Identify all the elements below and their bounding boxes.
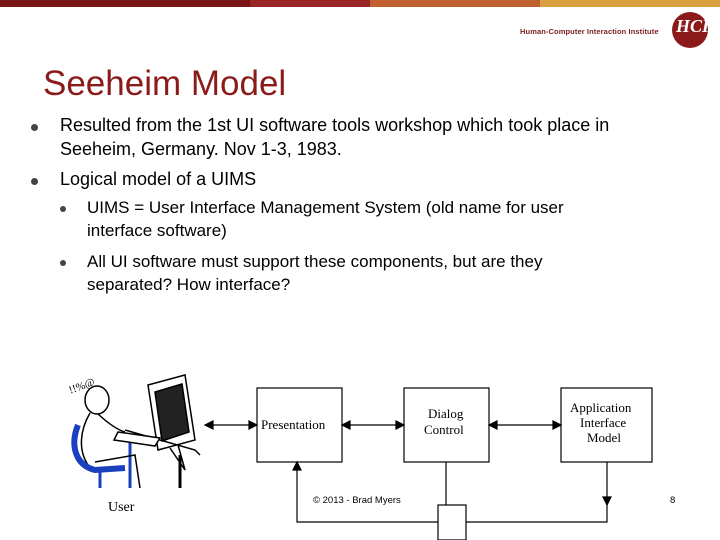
sub-bullet-dot (60, 206, 66, 212)
dialog-label: Dialog (428, 406, 464, 421)
model-label: Model (587, 430, 621, 445)
page-number: 8 (670, 495, 676, 506)
slide-title: Seeheim Model (43, 64, 287, 103)
interface-label: Interface (580, 415, 627, 430)
bar-segment (540, 0, 720, 7)
hci-logo-text: HCI (676, 16, 710, 36)
application-label: Application (570, 400, 632, 415)
bullet-1-line-2: Seeheim, Germany. Nov 1-3, 1983. (60, 139, 342, 159)
top-color-bar (0, 0, 720, 7)
sub-bullet-1-line-1: UIMS = User Interface Management System … (87, 198, 564, 217)
bottom-feedback-path (292, 460, 612, 523)
copyright-footer: © 2013 - Brad Myers (313, 495, 401, 506)
bullet-dot (31, 124, 38, 131)
bottom-box (437, 504, 467, 540)
sub-bullet-2-line-2: separated? How interface? (87, 275, 291, 294)
presentation-box (256, 387, 343, 463)
bar-segment (370, 0, 540, 7)
presentation-label: Presentation (261, 417, 326, 432)
bullet-dot (31, 178, 38, 185)
dialog-control-box (403, 387, 490, 463)
sub-bullet-2-line-1: All UI software must support these compo… (87, 252, 543, 271)
arrow-dialog-application (487, 420, 563, 430)
application-interface-model-box (560, 387, 653, 463)
hci-logo-icon (672, 12, 708, 48)
sub-bullet-dot (60, 260, 66, 266)
control-label: Control (424, 422, 464, 437)
user-at-computer-illustration: !!%@ (67, 374, 201, 489)
bullet-1-line-1: Resulted from the 1st UI software tools … (60, 115, 610, 135)
arrow-user-presentation (203, 420, 259, 430)
institute-name: Human-Computer Interaction Institute (520, 27, 659, 36)
sub-bullet-1-line-2: interface software) (87, 221, 227, 240)
bullet-2: Logical model of a UIMS (60, 169, 257, 189)
user-label: User (108, 500, 135, 515)
arrow-presentation-dialog (340, 420, 406, 430)
bar-segment (0, 0, 250, 7)
bar-segment (250, 0, 370, 7)
